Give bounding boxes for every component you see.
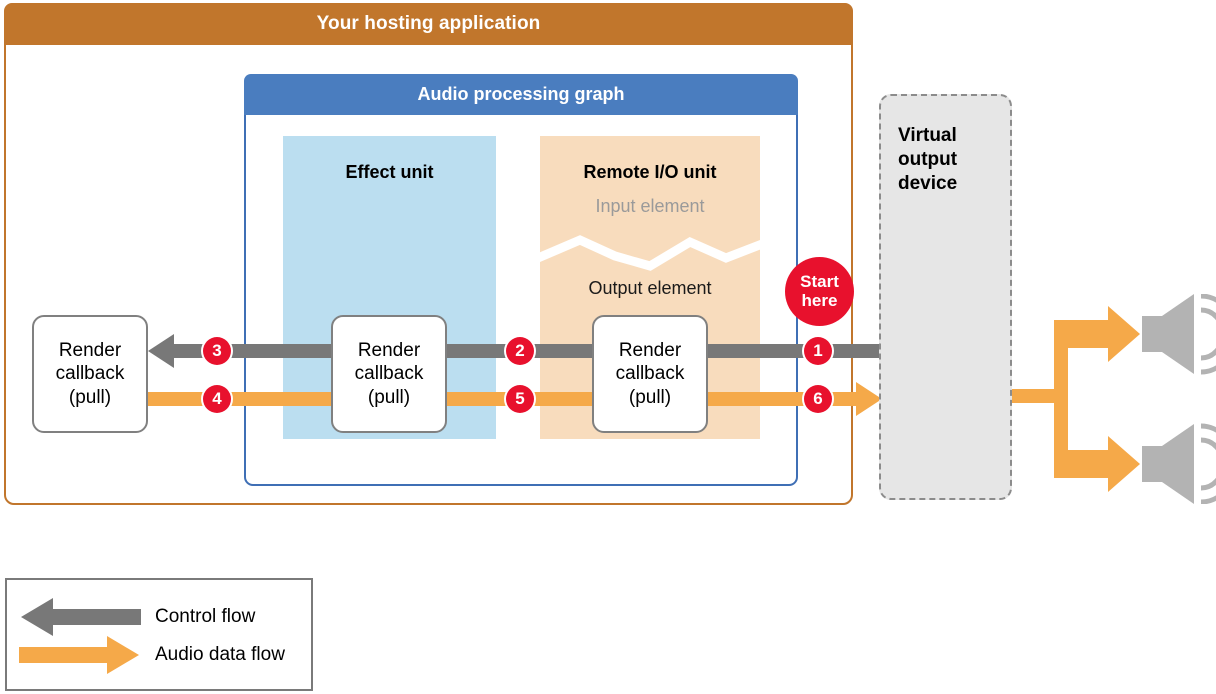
device-line3: device: [898, 172, 958, 194]
audio-flow-line: [147, 392, 857, 406]
speaker-output-group: [1012, 294, 1216, 504]
step-badge-6: 6: [804, 385, 832, 413]
step-badge-5: 5: [506, 385, 534, 413]
render-callback-line3: (pull): [367, 386, 411, 408]
device-line1: Virtual: [898, 125, 957, 146]
control-flow-arrowhead-icon: [148, 334, 174, 368]
device-line2: output: [898, 148, 958, 170]
render-callback-line3: (pull): [628, 386, 672, 408]
render-callback-line1: Render: [357, 340, 421, 362]
render-callback-line2: callback: [354, 363, 424, 385]
hosting-application-title: Your hosting application: [4, 3, 853, 45]
render-callback-box-remote-io[interactable]: Render callback (pull): [592, 315, 708, 433]
render-callback-line3: (pull): [68, 386, 112, 408]
legend-label-audio-data-flow: Audio data flow: [155, 644, 285, 665]
speaker-icon-top: [1142, 294, 1216, 375]
render-callback-line1: Render: [58, 340, 122, 362]
legend-row-audio-flow: Audio data flow: [19, 636, 285, 674]
input-element-label: Input element: [595, 196, 705, 216]
render-callback-box-effect-unit[interactable]: Render callback (pull): [331, 315, 447, 433]
step-badge-1: 1: [804, 337, 832, 365]
control-flow-arrow-icon: [21, 598, 141, 636]
step-badge-3: 3: [203, 337, 231, 365]
legend-label-control-flow: Control flow: [155, 606, 256, 627]
audio-split-arrow-icon: [1012, 306, 1140, 492]
render-callback-box-app[interactable]: Render callback (pull): [32, 315, 148, 433]
step-badge-4: 4: [203, 385, 231, 413]
torn-divider-icon: [540, 235, 760, 271]
render-callback-line2: callback: [55, 363, 125, 385]
legend-container: Control flow Audio data flow: [5, 578, 313, 691]
step-badge-2: 2: [506, 337, 534, 365]
audio-flow-arrowhead-icon: [856, 382, 882, 416]
effect-unit-panel: Effect unit: [283, 136, 496, 439]
remote-io-unit-label: Remote I/O unit: [583, 162, 717, 182]
audio-processing-graph-title: Audio processing graph: [244, 74, 798, 115]
output-element-label: Output element: [588, 278, 712, 298]
start-here-line1: Start: [800, 271, 839, 291]
start-here-badge: Start here: [785, 257, 854, 326]
virtual-output-device-box: Virtual output device: [879, 94, 1012, 500]
audio-flow-arrow-icon: [19, 636, 139, 674]
start-here-line2: here: [801, 290, 838, 310]
virtual-output-device-label: Virtual output device: [898, 124, 957, 195]
render-callback-line1: Render: [618, 340, 682, 362]
effect-unit-label: Effect unit: [345, 162, 434, 182]
legend-row-control-flow: Control flow: [19, 598, 255, 636]
render-callback-line2: callback: [615, 363, 685, 385]
speaker-icon-bottom: [1142, 423, 1216, 504]
remote-io-unit-panel: Remote I/O unit Input element Output ele…: [540, 136, 760, 439]
